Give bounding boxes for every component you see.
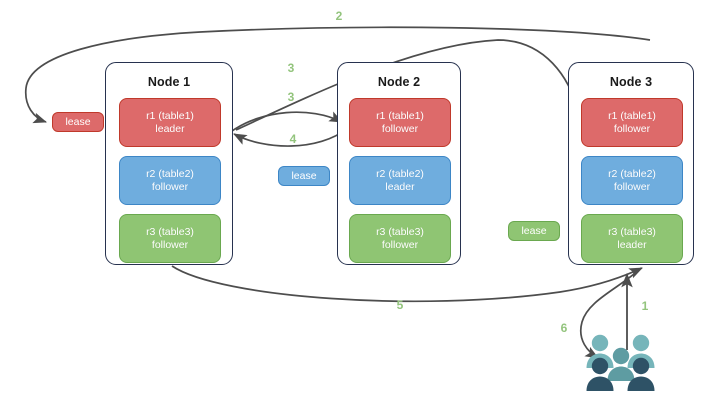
node-container-3: Node 3 r1 (table1) follower r2 (table2) … (568, 62, 694, 265)
replica-name: r2 (table2) (146, 167, 194, 180)
replica-role: leader (155, 122, 185, 135)
step-label-3b: 3 (287, 90, 295, 104)
replica-r1[interactable]: r1 (table1) leader (119, 98, 221, 147)
node-container-2: Node 2 r1 (table1) follower r2 (table2) … (337, 62, 461, 265)
clients-people-icon (586, 334, 655, 391)
step-label-1: 1 (641, 299, 649, 313)
step-label-3a: 3 (287, 61, 295, 75)
replica-name: r3 (table3) (376, 225, 424, 238)
replica-role: leader (385, 180, 415, 193)
replica-r3[interactable]: r3 (table3) leader (581, 214, 683, 263)
lease-badge-green[interactable]: lease (508, 221, 560, 241)
lease-badge-blue[interactable]: lease (278, 166, 330, 186)
arrow-step-2 (24, 26, 651, 124)
replica-r2[interactable]: r2 (table2) leader (349, 156, 451, 205)
replica-r3[interactable]: r3 (table3) follower (119, 214, 221, 263)
step-label-5: 5 (396, 298, 404, 312)
replica-role: follower (381, 238, 419, 251)
replica-role: follower (381, 122, 419, 135)
replica-r1[interactable]: r1 (table1) follower (349, 98, 451, 147)
replica-name: r3 (table3) (146, 225, 194, 238)
replica-r2[interactable]: r2 (table2) follower (119, 156, 221, 205)
step-label-2: 2 (335, 9, 343, 23)
lease-label: lease (291, 170, 317, 182)
replica-name: r2 (table2) (608, 167, 656, 180)
node-title: Node 2 (377, 75, 421, 89)
replica-role: follower (151, 238, 189, 251)
lease-label: lease (65, 116, 91, 128)
replica-r1[interactable]: r1 (table1) follower (581, 98, 683, 147)
arrow-step-6 (579, 267, 642, 359)
replica-name: r1 (table1) (376, 109, 424, 122)
replica-name: r1 (table1) (608, 109, 656, 122)
arrow-step-5 (171, 265, 643, 303)
replica-name: r2 (table2) (376, 167, 424, 180)
node-title: Node 3 (609, 75, 653, 89)
node-title: Node 1 (147, 75, 191, 89)
lease-label: lease (521, 225, 547, 237)
replica-r2[interactable]: r2 (table2) follower (581, 156, 683, 205)
arrow-step-3-upper (235, 39, 581, 131)
arrow-step-3-lower (231, 111, 343, 132)
replica-role: leader (617, 238, 647, 251)
step-label-6: 6 (560, 321, 568, 335)
replica-r3[interactable]: r3 (table3) follower (349, 214, 451, 263)
step-label-4: 4 (289, 132, 297, 146)
replica-role: follower (613, 122, 651, 135)
replica-name: r1 (table1) (146, 109, 194, 122)
node-container-1: Node 1 r1 (table1) leader r2 (table2) fo… (105, 62, 233, 265)
replica-role: follower (613, 180, 651, 193)
replica-name: r3 (table3) (608, 225, 656, 238)
lease-badge-red[interactable]: lease (52, 112, 104, 132)
replica-role: follower (151, 180, 189, 193)
